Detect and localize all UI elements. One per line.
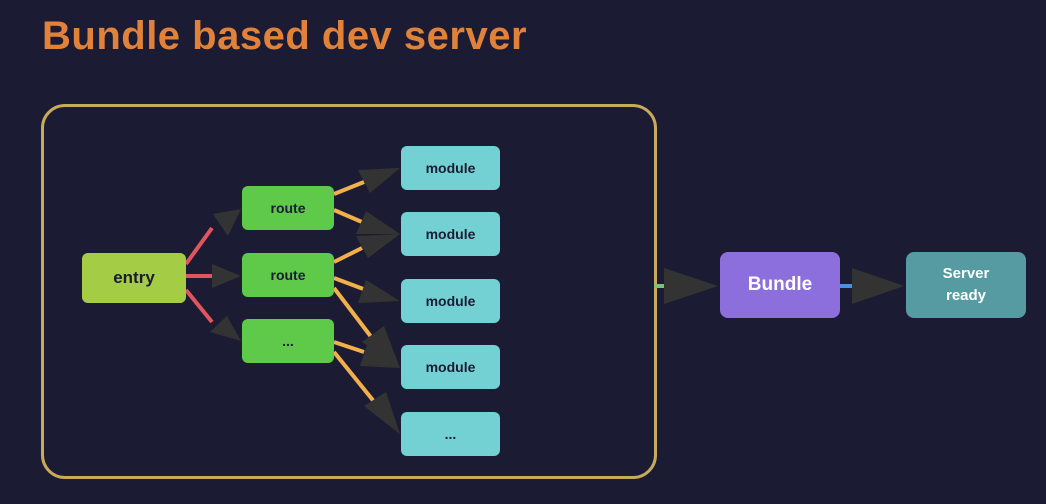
module-node-2: module — [401, 212, 500, 256]
edge-entry-route-3 — [184, 288, 241, 341]
route-node-2: route — [242, 253, 334, 297]
edge-frame-bundle — [654, 268, 718, 304]
edge-route2-module2 — [333, 234, 400, 264]
server-ready-line2: ready — [945, 287, 987, 304]
edge-bundle-server — [840, 268, 904, 304]
route-node-3: ... — [242, 319, 334, 363]
edge-route3-module5 — [332, 350, 400, 434]
bundle-frame — [41, 104, 657, 479]
module-node-4: module — [401, 345, 500, 389]
edge-route1-module2 — [333, 208, 400, 234]
page-title: Bundle based dev server — [42, 14, 528, 58]
server-ready-line1: Server — [942, 265, 990, 282]
entry-node: entry — [82, 253, 186, 303]
edge-entry-route-2 — [186, 264, 241, 288]
bundle-node: Bundle — [720, 252, 840, 318]
edge-route2-module3 — [333, 276, 400, 303]
edge-route3-module4 — [333, 340, 400, 368]
edge-route2-module4 — [332, 286, 400, 368]
module-node-5: ... — [401, 412, 500, 456]
edge-entry-route-1 — [184, 209, 241, 266]
module-node-1: module — [401, 146, 500, 190]
server-ready-node: Server ready — [906, 252, 1026, 318]
route-node-1: route — [242, 186, 334, 230]
module-node-3: module — [401, 279, 500, 323]
edge-route1-module1 — [333, 168, 400, 196]
